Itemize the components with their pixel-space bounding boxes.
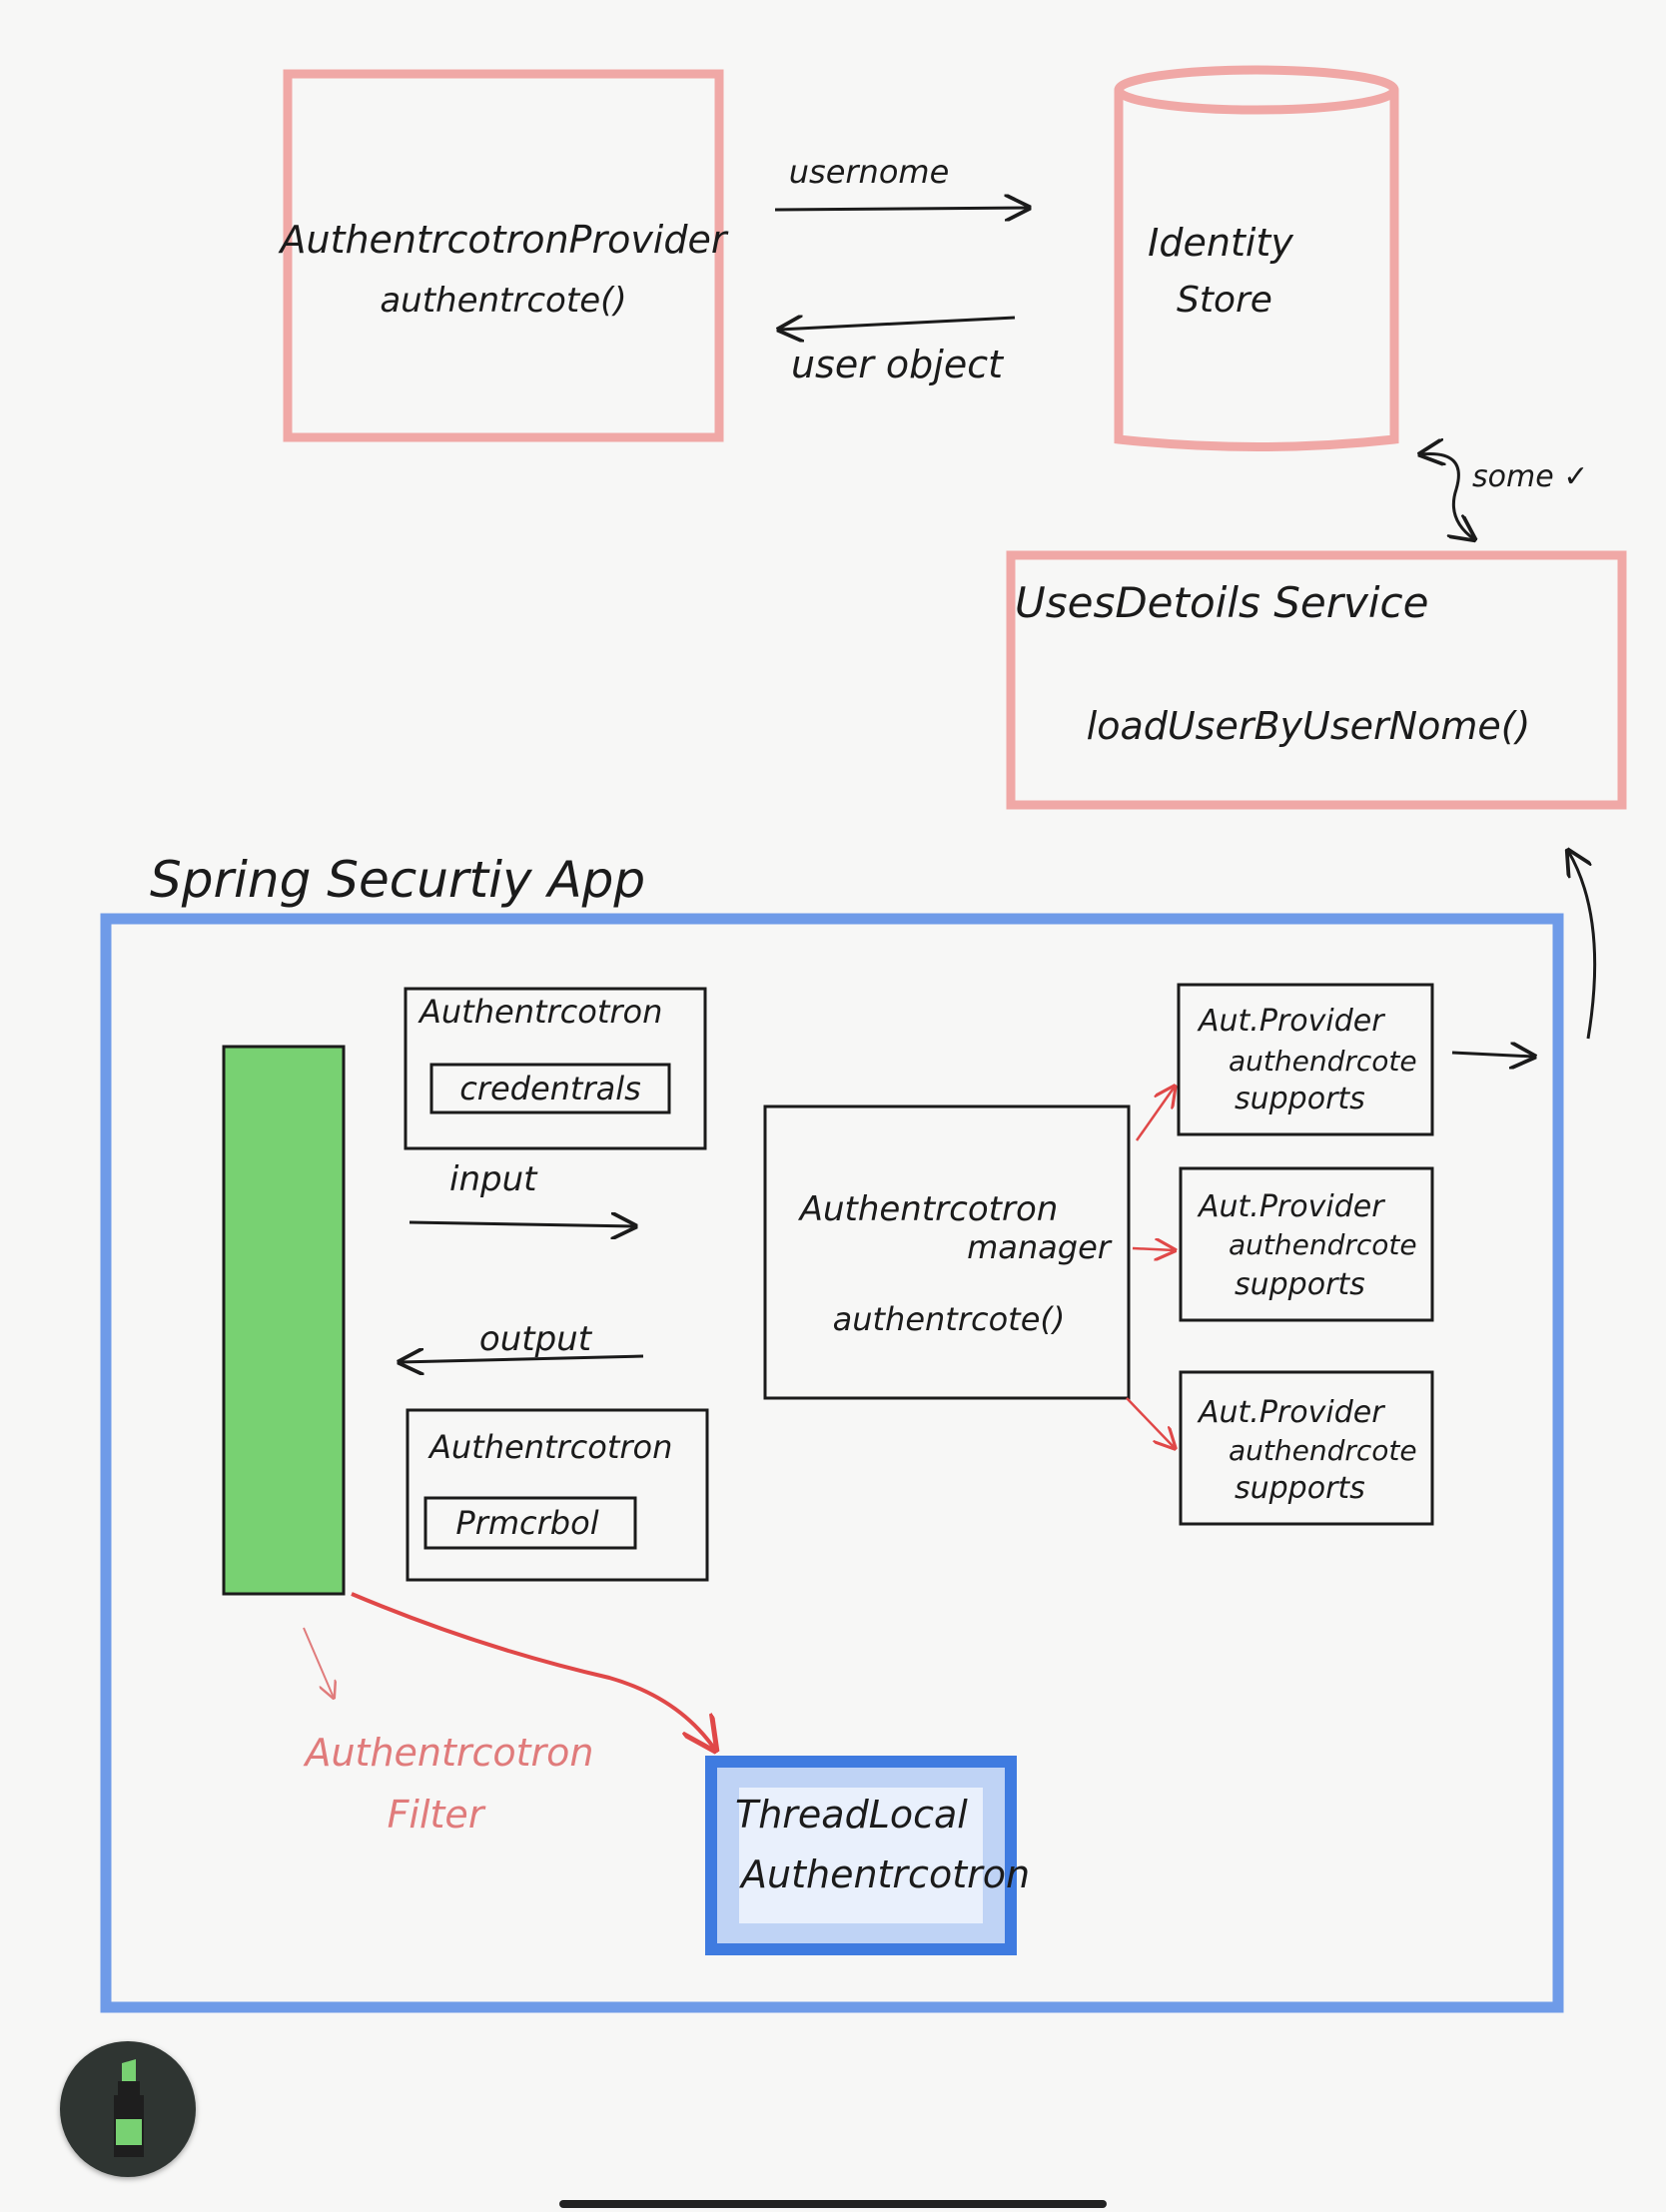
manager-method: authentrcote() <box>833 1300 1066 1338</box>
marker-tool-button[interactable] <box>60 2041 196 2177</box>
provider-1-line1: Aut.Provider <box>1197 1004 1385 1039</box>
provider-box-outline <box>283 69 724 442</box>
provider-box-title: AuthentrcotronProvider <box>277 218 728 262</box>
authentication-manager-box: Authentrcotron manager authentrcote() <box>763 1105 1131 1400</box>
identity-store-cylinder: Identity Store <box>1114 65 1399 451</box>
provider-box-3: Aut.Provider authendrcote supports <box>1179 1370 1434 1526</box>
user-object-arrow-line <box>779 318 1016 330</box>
auth-input-box: Authentrcotron credentrals <box>404 987 707 1150</box>
cylinder-top <box>1114 65 1399 115</box>
cylinder-body <box>1114 90 1399 451</box>
provider-3-line2: authendrcote <box>1229 1434 1417 1467</box>
provider-2-line2: authendrcote <box>1229 1228 1417 1261</box>
username-arrow: usernome <box>774 153 1029 210</box>
filter-label-line1: Authentrcotron <box>302 1731 593 1775</box>
auth-output-outline <box>406 1408 709 1582</box>
username-label: usernome <box>789 153 950 191</box>
filter-label-arrow <box>303 1627 334 1698</box>
auth-output-title: Authentrcotron <box>427 1428 672 1466</box>
user-details-service-method: loadUserByUserNome() <box>1087 704 1531 748</box>
credentials-label: credentrals <box>459 1070 641 1107</box>
app-boundary <box>100 913 1564 2013</box>
username-arrow-line <box>774 208 1029 210</box>
same-note: some ✓ <box>1420 453 1588 539</box>
auth-output-box: Authentrcotron Prmcrbol <box>406 1408 709 1582</box>
manager-to-provider-1-arrow <box>1135 1087 1175 1141</box>
auth-input-title: Authentrcotron <box>417 993 662 1031</box>
provider-box-method: authentrcote() <box>380 281 626 321</box>
provider-to-service-arrow <box>1568 851 1597 1040</box>
marker-icon <box>114 2059 144 2157</box>
provider-3-line3: supports <box>1235 1471 1365 1506</box>
provider-1-outline <box>1177 983 1434 1136</box>
provider-3-outline <box>1179 1370 1434 1526</box>
provider-2-line3: supports <box>1235 1267 1365 1302</box>
principal-label: Prmcrbol <box>455 1504 598 1542</box>
same-note-label: some ✓ <box>1472 459 1588 494</box>
manager-to-provider-3-arrow <box>1126 1397 1175 1448</box>
identity-store-line1: Identity <box>1148 221 1293 265</box>
home-indicator[interactable] <box>559 2200 1107 2208</box>
credentials-inner-box <box>429 1063 671 1114</box>
user-object-arrow: user object <box>779 318 1016 386</box>
user-details-service-box: UsesDetoils Service loadUserByUserNome() <box>1006 550 1627 810</box>
threadlocal-line2: Authentrcotron <box>738 1852 1030 1896</box>
manager-outline <box>763 1105 1131 1400</box>
identity-store-line2: Store <box>1177 280 1272 321</box>
provider-exit-arrow <box>1451 1053 1534 1057</box>
provider-3-line1: Aut.Provider <box>1197 1395 1385 1430</box>
output-label: output <box>479 1319 593 1359</box>
threadlocal-box: ThreadLocal Authentrcotron <box>705 1756 1030 1955</box>
filter-to-threadlocal-arrow <box>351 1592 715 1750</box>
manager-line2: manager <box>967 1228 1113 1266</box>
provider-2-line1: Aut.Provider <box>1197 1189 1385 1224</box>
input-arrow <box>409 1222 635 1226</box>
filter-label-line2: Filter <box>388 1793 486 1837</box>
provider-box-1: Aut.Provider authendrcote supports <box>1177 983 1434 1136</box>
provider-box-2: Aut.Provider authendrcote supports <box>1179 1166 1434 1322</box>
manager-line1: Authentrcotron <box>798 1189 1059 1229</box>
input-label: input <box>449 1159 538 1199</box>
authentication-provider-box: AuthentrcotronProvider authentrcote() <box>277 69 729 442</box>
user-object-label: user object <box>791 343 1005 386</box>
manager-to-provider-2-arrow <box>1132 1248 1175 1250</box>
threadlocal-inner-fill <box>739 1788 983 1923</box>
same-note-arrow <box>1420 453 1474 539</box>
provider-2-outline <box>1179 1166 1434 1322</box>
provider-1-line3: supports <box>1235 1082 1365 1116</box>
user-details-service-outline <box>1006 550 1627 810</box>
filter-bar <box>222 1045 346 1596</box>
threadlocal-line1: ThreadLocal <box>735 1793 968 1837</box>
provider-1-line2: authendrcote <box>1229 1045 1417 1078</box>
output-arrow <box>400 1356 644 1362</box>
app-title: Spring Securtiy App <box>150 851 645 909</box>
auth-input-outline <box>404 987 707 1150</box>
user-details-service-title: UsesDetoils Service <box>1015 578 1428 627</box>
principal-inner-box <box>423 1496 637 1550</box>
